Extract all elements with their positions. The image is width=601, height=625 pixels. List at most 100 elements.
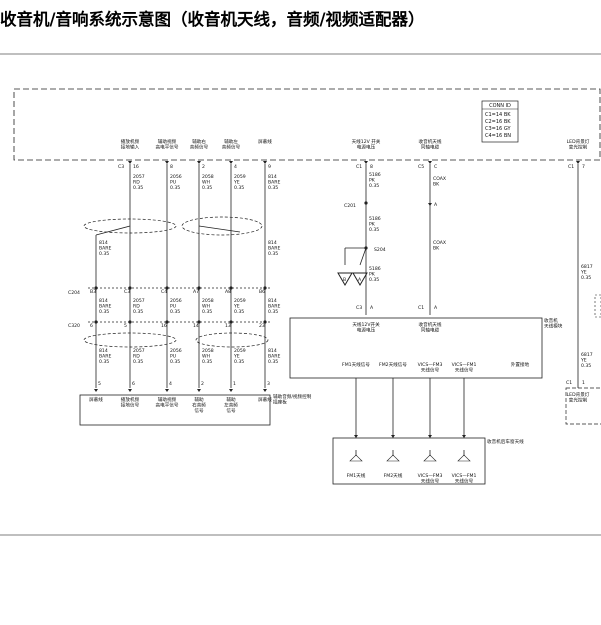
pin-number: A [434,305,438,311]
panel-pin-label: 辅助右音频信号 [192,396,206,414]
terminal-name: 屏蔽线 [258,138,272,145]
module-pin-label: 天线12V开关电源电压 [352,321,380,334]
pin-number: A [434,202,438,208]
pin-number: A [370,305,374,311]
c204-pin: A8 [225,289,231,295]
c320-pin: 23 [259,323,265,329]
c320-dot [263,320,267,324]
pin-arrow [428,203,432,206]
pin-arrow [462,435,466,438]
module-pin-label: FM1天线信号 [342,361,370,368]
pin-arrow [428,435,432,438]
conn-id-table: CONN ID C1=14 BK C2=16 BK C3=16 GY C4=16… [481,100,519,143]
ground-a-label: A [358,277,362,283]
c320-dot [197,320,201,324]
pin-number: 4 [234,164,237,170]
connector-id: C1 [568,164,574,170]
antenna-symbol-icon [349,454,363,462]
shield-drain [198,225,241,233]
c204-pin: C3 [124,289,130,295]
connector-id: C1 [566,380,572,386]
pin-arrow [428,161,432,164]
panel-pin-label: 屏蔽线 [89,396,103,403]
connector-c320-label: C320 [68,323,80,329]
pin-arrow [197,161,201,164]
connector-c204-label: C204 [68,290,80,296]
pin-arrow [364,161,368,164]
c204-dot [263,286,267,290]
module-pin-label: 外置接地 [511,361,530,368]
connector-c201: C201 [344,203,356,209]
pin-number: 1 [582,380,585,386]
terminal-name: 辅助右音频信号 [190,138,209,151]
panel-pin: 1 [233,381,236,387]
pin-arrow [94,389,98,392]
rear-glass-label: FM2天线 [384,472,403,479]
ground-triangle [337,272,353,286]
c320-pin: 13 [225,323,231,329]
pin-arrow [263,389,267,392]
conn-id-row: C1=14 BK [485,112,511,118]
pin-arrow [263,161,267,164]
av-control-panel-box [79,394,271,426]
rear-glass-title: 收音机后车窗天线 [487,438,524,445]
splice-branch [359,247,367,266]
shield-drain [95,225,131,236]
pin-arrow [128,161,132,164]
c204-pin: A7 [193,289,199,295]
pin-arrow [354,435,358,438]
pin-arrow [128,389,132,392]
shield-ellipse [195,332,269,348]
panel-pin-label: 播放机频接地信号 [121,396,140,409]
pin-number: 7 [582,164,585,170]
antenna-module-box [289,317,543,379]
pin-number: 9 [268,164,271,170]
connector-id: C5 [418,164,424,170]
c204-dot [94,286,98,290]
terminal-name: 辅助左音频信号 [222,138,241,151]
panel-pin: 3 [267,381,270,387]
connector-id: C1 [356,164,362,170]
antenna-symbol-icon [423,454,437,462]
av-control-panel-title: 辅助音频/视频控制插座板 [273,393,312,406]
shield-ellipse [181,216,263,236]
shield-ellipse [83,332,177,348]
pin-arrow [391,435,395,438]
terminal-name: 收音机天线同轴电缆 [419,138,442,151]
led-lamp-box [565,387,601,425]
c320-dot [94,320,98,324]
shield-ellipse [83,218,177,234]
pin-arrow [229,161,233,164]
pin-number: C [434,164,437,170]
ground-triangle [352,272,368,286]
panel-pin-label: 辅助左音频信号 [224,396,238,414]
terminal-name: 天线12V 开关电源电压 [352,138,381,151]
conn-id-row: C2=16 BK [485,119,511,125]
antenna-symbol-icon [386,454,400,462]
panel-pin: 5 [98,381,101,387]
c204-dot [197,286,201,290]
